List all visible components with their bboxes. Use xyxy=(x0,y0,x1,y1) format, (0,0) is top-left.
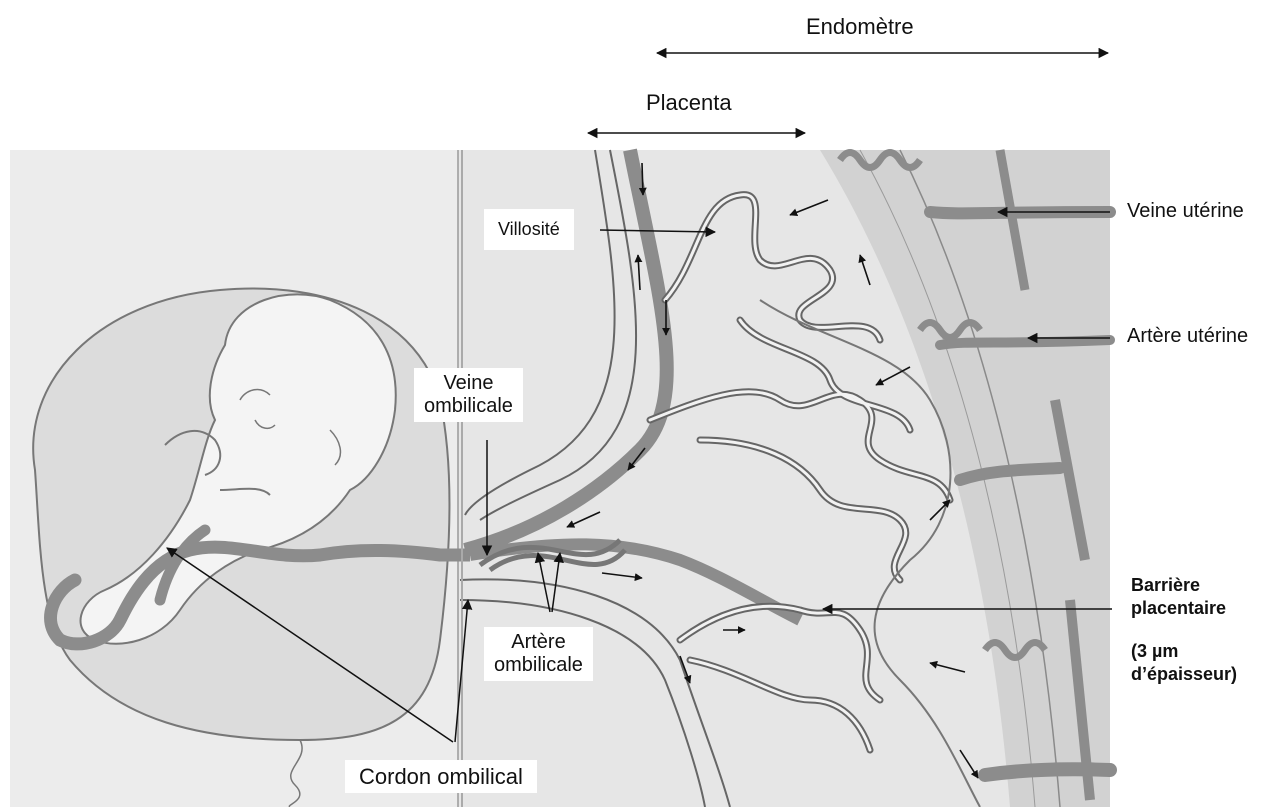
label-veine-ombilicale-line1: Veine xyxy=(424,372,513,395)
label-villosite: Villosité xyxy=(484,209,574,250)
label-artere-ombilicale-line1: Artère xyxy=(494,631,583,654)
label-artere-ombilicale: Artère ombilicale xyxy=(484,627,593,681)
label-endometre: Endomètre xyxy=(806,14,914,39)
label-epaisseur-line2: d’épaisseur) xyxy=(1131,663,1237,686)
label-placenta: Placenta xyxy=(646,90,732,115)
label-veine-ombilicale: Veine ombilicale xyxy=(414,368,523,422)
label-barriere-line1: Barrière xyxy=(1131,574,1226,597)
uterine-artery xyxy=(940,340,1110,345)
label-artere-ombilicale-line2: ombilicale xyxy=(494,654,583,677)
label-barriere-placentaire: Barrière placentaire xyxy=(1131,574,1226,621)
label-epaisseur: (3 µm d’épaisseur) xyxy=(1131,640,1237,687)
label-epaisseur-line1: (3 µm xyxy=(1131,640,1237,663)
label-veine-uterine: Veine utérine xyxy=(1127,200,1244,223)
label-veine-ombilicale-line2: ombilicale xyxy=(424,395,513,418)
label-artere-uterine: Artère utérine xyxy=(1127,325,1248,348)
label-cordon-ombilical: Cordon ombilical xyxy=(345,760,537,793)
label-barriere-line2: placentaire xyxy=(1131,597,1226,620)
